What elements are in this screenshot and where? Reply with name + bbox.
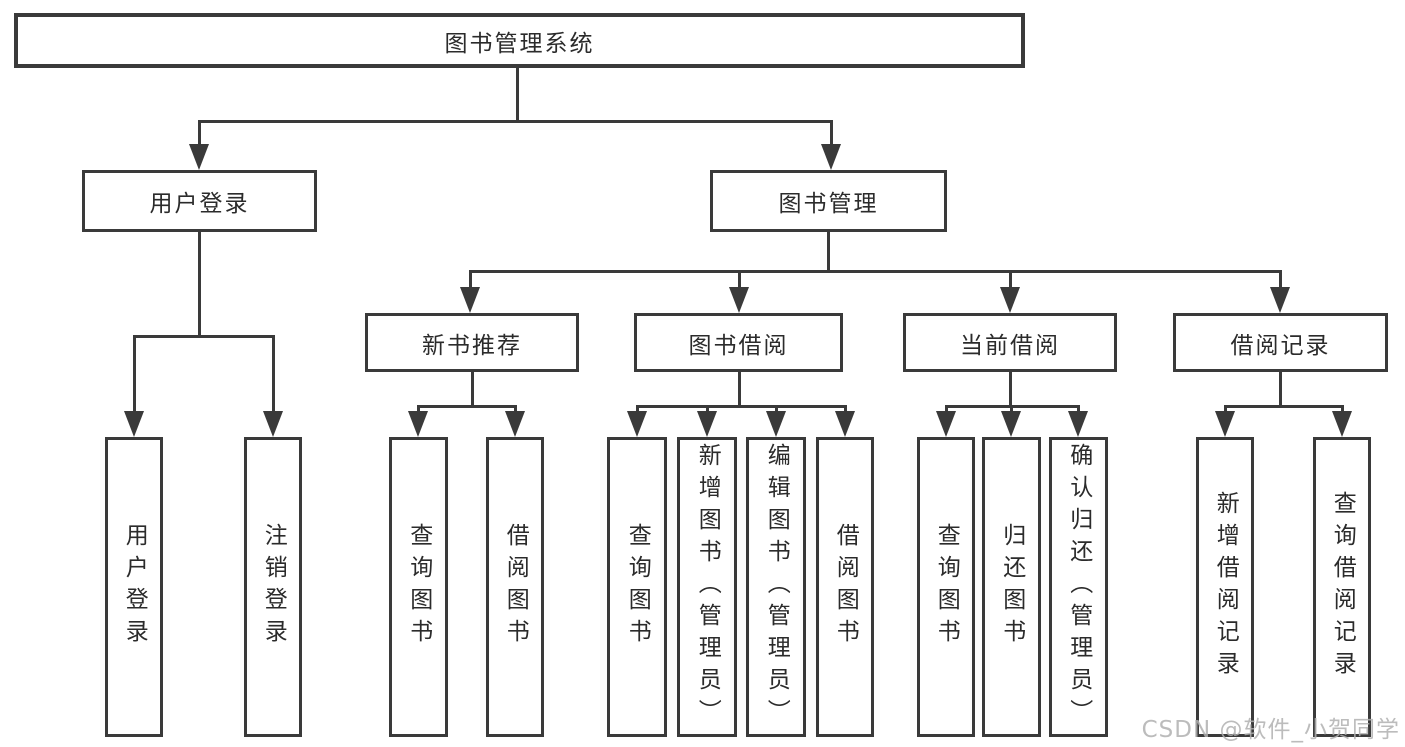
arrowhead <box>1332 411 1352 437</box>
node-label: 借阅图书 <box>832 523 859 651</box>
node-label: 归还图书 <box>998 523 1025 651</box>
node-label: 编辑图书（管理员） <box>763 443 790 731</box>
connector-stem <box>1341 405 1344 413</box>
connector-stem <box>706 405 709 413</box>
arrowhead-current-borrow <box>1000 287 1020 313</box>
leaf-query-book-1: 查询图书 <box>389 437 448 737</box>
connector-stem <box>1224 405 1227 413</box>
node-label: 用户登录 <box>121 523 148 651</box>
arrowhead-book-mgmt <box>821 144 841 170</box>
arrowhead-leaf-login <box>124 411 144 437</box>
node-label: 查询图书 <box>405 523 432 651</box>
connector-stem <box>1010 405 1013 413</box>
connector-root-bus <box>198 120 833 123</box>
node-label: 图书借阅 <box>688 332 789 359</box>
leaf-edit-book-admin: 编辑图书（管理员） <box>746 437 806 737</box>
connector-borrow-record-bus <box>1224 405 1343 408</box>
arrowhead-new-book <box>460 287 480 313</box>
connector-current-borrow-stub <box>1009 372 1012 405</box>
arrowhead-leaf-logout <box>263 411 283 437</box>
leaf-user-login: 用户登录 <box>105 437 163 737</box>
node-label: 新增图书（管理员） <box>694 443 721 731</box>
leaf-query-borrow-record: 查询借阅记录 <box>1313 437 1371 737</box>
connector-root-stub <box>516 67 519 120</box>
connector-stem <box>636 405 639 413</box>
connector-stem-borrow-record <box>1279 270 1282 289</box>
node-library-system: 图书管理系统 <box>14 13 1025 68</box>
leaf-query-book-3: 查询图书 <box>917 437 975 737</box>
connector-stem <box>945 405 948 413</box>
node-book-management: 图书管理 <box>710 170 947 232</box>
connector-stem-user-login <box>198 120 201 146</box>
connector-book-mgmt-stub <box>827 232 830 270</box>
connector-stem <box>844 405 847 413</box>
node-label: 新书推荐 <box>422 332 522 359</box>
connector-stem-book-mgmt <box>830 120 833 146</box>
leaf-add-borrow-record: 新增借阅记录 <box>1196 437 1254 737</box>
arrowhead-book-borrow <box>729 287 749 313</box>
arrowhead <box>697 411 717 437</box>
leaf-return-book: 归还图书 <box>982 437 1041 737</box>
node-label: 查询借阅记录 <box>1329 491 1356 683</box>
connector-book-borrow-bus <box>636 405 846 408</box>
arrowhead <box>936 411 956 437</box>
node-label: 确认归还（管理员） <box>1065 443 1092 731</box>
connector-stem <box>417 405 420 413</box>
node-label: 新增借阅记录 <box>1212 491 1239 683</box>
arrowhead <box>1001 411 1021 437</box>
connector-stem-new-book <box>469 270 472 289</box>
connector-stem-leaf-logout <box>272 335 275 413</box>
leaf-query-book-2: 查询图书 <box>607 437 667 737</box>
connector-user-login-stub <box>198 232 201 335</box>
node-borrowing-records: 借阅记录 <box>1173 313 1388 372</box>
arrowhead-borrow-record <box>1270 287 1290 313</box>
node-label: 当前借阅 <box>960 332 1060 359</box>
arrowhead <box>1068 411 1088 437</box>
connector-new-book-bus <box>417 405 516 408</box>
arrowhead <box>1215 411 1235 437</box>
connector-stem-book-borrow <box>738 270 741 289</box>
leaf-logout: 注销登录 <box>244 437 302 737</box>
csdn-watermark: CSDN @软件_小贺同学 <box>1141 717 1400 743</box>
connector-book-borrow-stub <box>738 372 741 405</box>
connector-stem <box>1077 405 1080 413</box>
connector-borrow-record-stub <box>1279 372 1282 405</box>
node-label: 图书管理 <box>778 191 879 217</box>
node-label: 借阅记录 <box>1230 332 1331 359</box>
node-book-borrowing: 图书借阅 <box>634 313 843 372</box>
connector-stem-leaf-login <box>133 335 136 413</box>
leaf-borrow-book-2: 借阅图书 <box>816 437 874 737</box>
node-label: 用户登录 <box>149 191 250 217</box>
node-label: 注销登录 <box>260 523 287 651</box>
connector-stem <box>514 405 517 413</box>
node-label: 借阅图书 <box>502 523 529 651</box>
connector-book-mgmt-bus <box>469 270 1281 273</box>
connector-new-book-stub <box>471 372 474 405</box>
connector-stem-current-borrow <box>1009 270 1012 289</box>
arrowhead <box>505 411 525 437</box>
node-new-book-recommend: 新书推荐 <box>365 313 579 372</box>
arrowhead <box>408 411 428 437</box>
arrowhead <box>835 411 855 437</box>
node-label: 查询图书 <box>933 523 960 651</box>
arrowhead <box>766 411 786 437</box>
leaf-confirm-return-admin: 确认归还（管理员） <box>1049 437 1108 737</box>
arrowhead <box>627 411 647 437</box>
node-label: 图书管理系统 <box>444 30 595 57</box>
leaf-add-book-admin: 新增图书（管理员） <box>677 437 737 737</box>
node-label: 查询图书 <box>624 523 651 651</box>
connector-stem <box>775 405 778 413</box>
node-current-borrowing: 当前借阅 <box>903 313 1117 372</box>
leaf-borrow-book-1: 借阅图书 <box>486 437 544 737</box>
arrowhead-user-login <box>189 144 209 170</box>
connector-user-login-bus <box>133 335 274 338</box>
node-user-login: 用户登录 <box>82 170 317 232</box>
